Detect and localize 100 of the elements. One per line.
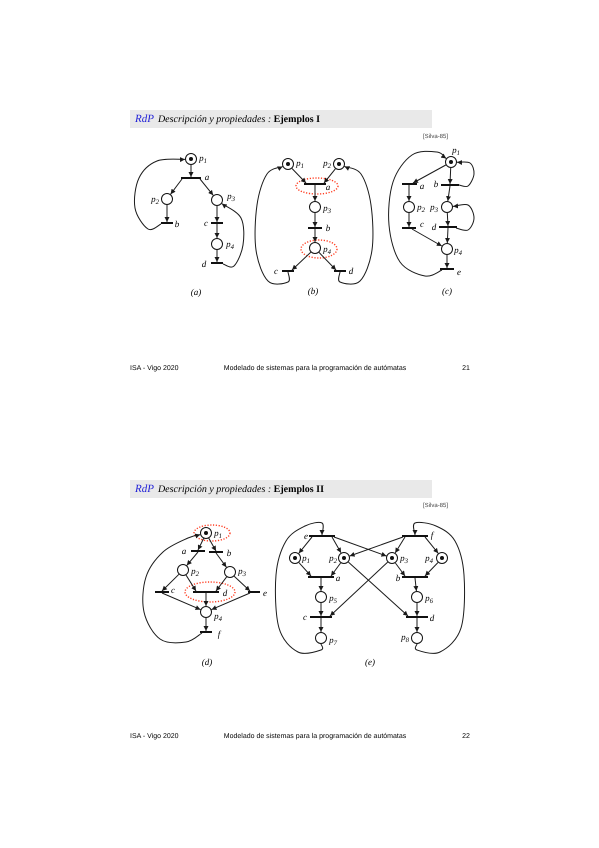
arc-arrow: [349, 536, 404, 557]
arc-arrow: [414, 618, 420, 632]
transition-label: d: [430, 613, 434, 623]
section-label: RdP: [135, 112, 154, 127]
section-label: RdP: [135, 482, 154, 497]
figure-caption: (b): [308, 286, 318, 296]
arc-arrow: [324, 168, 336, 184]
transition-label: c: [274, 266, 278, 276]
place-label: p$_{1}$: [199, 153, 207, 163]
arc-arrow: [413, 578, 418, 592]
arc-arrow: [446, 186, 451, 202]
transition-label: b: [326, 223, 330, 233]
place-label: p$_{6}$: [425, 593, 433, 603]
transition-label: b: [226, 548, 232, 558]
arc-arrow: [318, 252, 336, 270]
arc-arrow: [406, 184, 412, 202]
arc-arrow: [330, 562, 342, 576]
arc-arrow: [198, 538, 204, 550]
transition-label: a: [182, 546, 186, 556]
arc-arrow: [312, 184, 318, 202]
transition-label: c: [303, 612, 307, 622]
place-label: p$_{2}$: [329, 553, 337, 563]
arc-arrow: [221, 203, 244, 268]
arc-arrow: [200, 178, 214, 196]
arc-arrow: [424, 562, 438, 576]
place-label: p$_{5}$: [329, 593, 337, 603]
arc-arrow: [164, 204, 170, 222]
transition-label: c: [420, 219, 424, 229]
place-label: p$_{1}$: [214, 528, 222, 538]
arc-arrow: [312, 212, 318, 228]
arc-arrow: [162, 592, 201, 610]
transition-label: d: [348, 266, 354, 276]
place-label: p$_{8}$: [401, 632, 409, 642]
arc-arrow: [292, 168, 306, 184]
arc-arrow: [254, 166, 290, 285]
arc-arrow: [208, 538, 216, 552]
arc-arrow: [274, 522, 325, 654]
arc-arrow: [332, 536, 342, 554]
arc-arrow: [234, 576, 250, 592]
place-label: p$_{1}$: [452, 145, 460, 155]
arc-arrow: [414, 602, 420, 616]
arc-arrow: [445, 212, 450, 226]
slide-title: Descripción y propiedades : Ejemplos I: [158, 112, 320, 126]
arc-arrow: [188, 164, 194, 178]
place-label: p$_{3}$: [400, 553, 408, 563]
arc-arrow: [394, 536, 406, 554]
arc-arrow: [211, 592, 250, 610]
figure-caption: (e): [365, 657, 375, 667]
arc-arrow: [186, 574, 196, 592]
transition-label: a: [326, 182, 330, 192]
place-label: p$_{4}$: [214, 611, 222, 621]
arc-arrow: [412, 522, 466, 654]
arc-arrow: [338, 166, 374, 285]
transition-label: c: [204, 218, 208, 228]
arc-arrow: [216, 552, 227, 568]
arc-arrow: [394, 562, 406, 576]
place-label: p$_{3}$: [227, 191, 235, 201]
figure-caption: (d): [202, 657, 212, 667]
arc-arrow: [348, 562, 408, 616]
figure-caption: (c): [442, 286, 452, 296]
transition-label: b: [174, 219, 180, 229]
slide-title: Descripción y propiedades : Ejemplos II: [158, 482, 324, 496]
transition-label: e: [304, 531, 308, 541]
arc-arrow: [412, 228, 442, 246]
arc-arrow: [388, 150, 447, 277]
figure-caption: (a): [190, 287, 202, 297]
arc-arrow: [214, 206, 220, 222]
transition-label: b: [396, 573, 400, 583]
place-label: p$_{7}$: [329, 635, 337, 645]
place-label: p$_{2}$: [151, 194, 159, 204]
transition-label: e: [457, 267, 461, 277]
transition-label: b: [434, 179, 438, 189]
transition-label: a: [204, 172, 210, 182]
arc-arrow: [186, 552, 198, 566]
transition-label: f: [430, 530, 434, 540]
place-label: p$_{2}$: [191, 566, 199, 576]
transition-label: a: [420, 181, 424, 191]
arc-arrow: [412, 164, 446, 184]
arc-arrow: [424, 536, 439, 554]
arc-arrow: [204, 618, 208, 632]
arc-arrow: [444, 254, 450, 268]
arc-arrow: [170, 178, 182, 195]
place-label: p$_{3}$: [238, 566, 246, 576]
arc-arrow: [298, 536, 312, 554]
place-label: p$_{2}$: [323, 158, 331, 168]
place-label: p$_{1}$: [302, 553, 310, 563]
transition-label: d: [432, 222, 436, 232]
arc-arrow: [298, 562, 312, 576]
place-label: p$_{4}$: [323, 244, 331, 254]
place-label: p$_{4}$: [454, 245, 462, 255]
transition-label: c: [171, 585, 175, 595]
place-label: p$_{3}$: [323, 203, 331, 213]
arc-arrow: [292, 252, 312, 270]
transition-label: e: [263, 588, 267, 598]
transition-label: f: [218, 629, 220, 639]
arc-arrow: [214, 250, 220, 262]
arc-arrow: [406, 212, 412, 228]
arc-arrow: [312, 228, 318, 242]
arc-arrow: [318, 618, 324, 632]
place-label: p$_{4}$: [226, 239, 234, 249]
